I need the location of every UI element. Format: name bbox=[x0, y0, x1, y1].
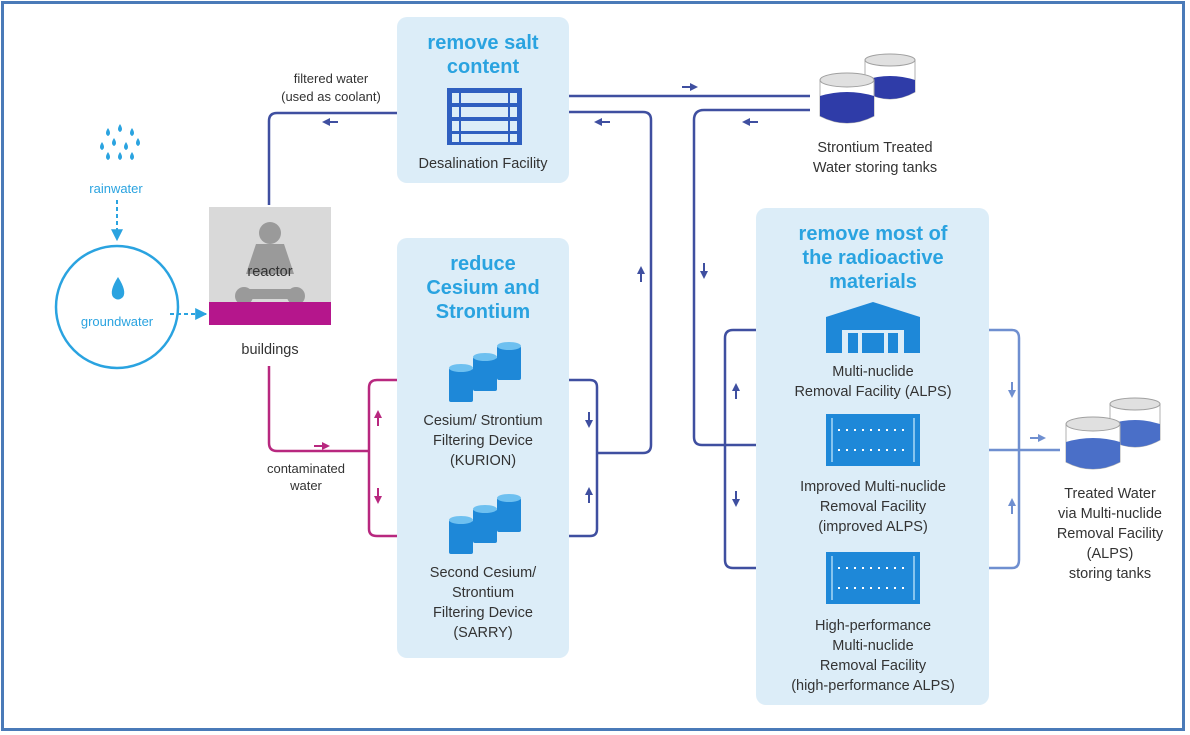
rain-drops-icon bbox=[100, 124, 140, 160]
high-alps-label-3: Removal Facility bbox=[820, 658, 927, 674]
treated-tanks-label-4: (ALPS) bbox=[1087, 546, 1134, 562]
sarry-label-4: (SARRY) bbox=[453, 625, 512, 641]
contaminated-water-lines bbox=[267, 366, 397, 538]
buildings-label: buildings bbox=[241, 342, 298, 358]
navy-direction-arrows bbox=[322, 83, 758, 507]
kurion-label-1: Cesium/ Strontium bbox=[423, 413, 542, 429]
arrow-right-icon bbox=[314, 442, 330, 450]
arrow-up-icon bbox=[732, 383, 740, 399]
groundwater-label: groundwater bbox=[81, 314, 154, 329]
arrow-right-icon bbox=[1030, 434, 1046, 442]
sarry-label-3: Filtering Device bbox=[433, 605, 533, 621]
alps-output-lines bbox=[989, 328, 1060, 570]
groundwater-circle bbox=[54, 244, 180, 370]
treated-tanks-label-5: storing tanks bbox=[1069, 566, 1151, 582]
alps-facility-icon bbox=[826, 302, 920, 353]
arrow-down-icon bbox=[1008, 382, 1016, 398]
strontium-tanks-label-1: Strontium Treated bbox=[817, 140, 932, 156]
arrow-down-icon bbox=[732, 491, 740, 507]
kurion-label-2: Filtering Device bbox=[433, 433, 533, 449]
arrow-down-icon bbox=[585, 412, 593, 428]
tanks-to-alps-line bbox=[692, 108, 810, 447]
sarry-cylinders-icon bbox=[449, 494, 521, 554]
alps-label-2: Removal Facility (ALPS) bbox=[794, 384, 951, 400]
desalination-heading-2: content bbox=[447, 56, 520, 78]
improved-alps-label-1: Improved Multi-nuclide bbox=[800, 479, 946, 495]
high-alps-label-1: High-performance bbox=[815, 618, 931, 634]
desalination-heading-1: remove salt bbox=[427, 32, 539, 54]
arrow-up-icon bbox=[374, 410, 382, 426]
contaminated-water-label-1: contaminated bbox=[267, 461, 345, 476]
arrow-right-icon bbox=[682, 83, 698, 91]
filtered-water-label-1: filtered water bbox=[294, 71, 369, 86]
high-performance-alps-icon bbox=[826, 552, 920, 604]
filtered-water-line bbox=[267, 111, 397, 205]
kurion-label-3: (KURION) bbox=[450, 453, 516, 469]
arrow-up-icon bbox=[637, 266, 645, 282]
reactor-building-icon bbox=[209, 207, 331, 325]
cesium-heading-1: reduce bbox=[450, 253, 516, 275]
arrow-down-icon bbox=[700, 263, 708, 279]
treated-water-tanks-icon bbox=[1065, 397, 1161, 470]
rainwater-label: rainwater bbox=[89, 181, 143, 196]
high-alps-label-4: (high-performance ALPS) bbox=[791, 678, 955, 694]
cesium-heading-3: Strontium bbox=[436, 301, 530, 323]
cesium-heading-2: Cesium and bbox=[426, 277, 539, 299]
navy-flow-lines bbox=[267, 94, 810, 570]
improved-alps-label-2: Removal Facility bbox=[820, 499, 927, 515]
alps-label-1: Multi-nuclide bbox=[832, 364, 913, 380]
alps-bracket-left bbox=[723, 328, 756, 570]
strontium-tanks-icon bbox=[819, 53, 916, 124]
arrow-down-icon bbox=[374, 488, 382, 504]
alps-heading-2: the radioactive bbox=[802, 247, 943, 269]
desalination-facility-label: Desalination Facility bbox=[419, 156, 549, 172]
treated-tanks-label-1: Treated Water bbox=[1064, 486, 1156, 502]
improved-alps-label-3: (improved ALPS) bbox=[818, 519, 928, 535]
alps-heading-1: remove most of bbox=[799, 223, 948, 245]
arrow-up-icon bbox=[1008, 498, 1016, 514]
desalination-facility-icon bbox=[447, 88, 522, 145]
cesium-strontium-panel bbox=[397, 238, 569, 658]
arrow-up-icon bbox=[585, 487, 593, 503]
high-alps-label-2: Multi-nuclide bbox=[832, 638, 913, 654]
light-direction-arrows bbox=[1008, 382, 1046, 514]
treated-tanks-label-3: Removal Facility bbox=[1057, 526, 1164, 542]
kurion-to-desal-line bbox=[569, 110, 653, 455]
kurion-cylinders-icon bbox=[449, 342, 521, 402]
sarry-label-1: Second Cesium/ bbox=[430, 565, 537, 581]
treated-tanks-label-2: via Multi-nuclide bbox=[1058, 506, 1162, 522]
contaminated-water-label-2: water bbox=[289, 478, 322, 493]
arrow-left-icon bbox=[742, 118, 758, 126]
water-drop-icon bbox=[111, 277, 125, 300]
arrow-left-icon bbox=[322, 118, 338, 126]
reactor-label: reactor bbox=[247, 264, 292, 280]
strontium-tanks-label-2: Water storing tanks bbox=[813, 160, 937, 176]
filtered-water-label-2: (used as coolant) bbox=[281, 89, 381, 104]
alps-heading-3: materials bbox=[829, 271, 917, 293]
sarry-label-2: Strontium bbox=[452, 585, 514, 601]
cesium-bracket-right bbox=[569, 378, 599, 538]
arrow-left-icon bbox=[594, 118, 610, 126]
magenta-direction-arrows bbox=[314, 410, 382, 504]
improved-alps-icon bbox=[826, 414, 920, 466]
